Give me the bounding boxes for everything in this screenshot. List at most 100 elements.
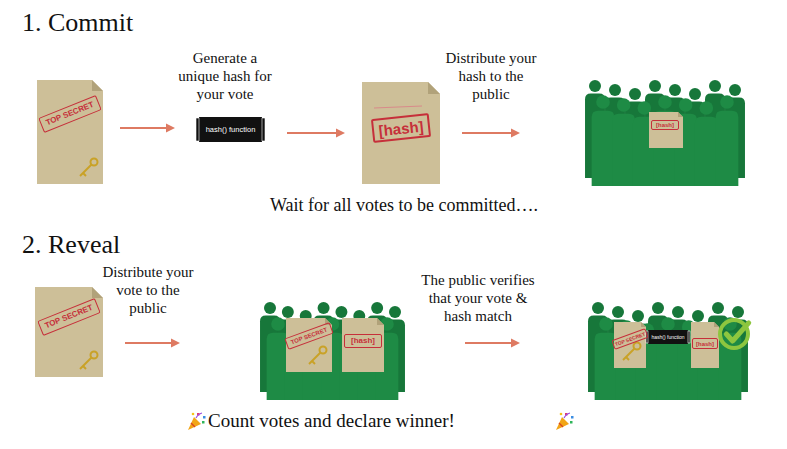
person-head bbox=[672, 306, 684, 318]
edge-label: Distribute your hash to the public bbox=[441, 49, 541, 103]
person-head bbox=[729, 84, 741, 96]
arrow-connector bbox=[125, 339, 180, 348]
document-fold bbox=[92, 80, 103, 91]
connector-line bbox=[287, 132, 337, 134]
edge-label: Generate a unique hash for your vote bbox=[175, 49, 275, 103]
streamer bbox=[196, 413, 202, 418]
person-head bbox=[599, 317, 613, 331]
key-bit bbox=[83, 366, 86, 369]
person-head bbox=[669, 84, 681, 96]
person-head bbox=[271, 317, 285, 331]
person-head bbox=[720, 95, 734, 109]
popper-stripe bbox=[191, 423, 195, 427]
document-fold bbox=[377, 318, 384, 325]
party-popper bbox=[188, 413, 206, 430]
streamer bbox=[564, 413, 570, 418]
person-head bbox=[649, 80, 661, 92]
key-shaft bbox=[623, 349, 635, 361]
person-body bbox=[612, 114, 635, 186]
document-sheet bbox=[342, 318, 384, 372]
person-head bbox=[692, 310, 704, 322]
document-sheet bbox=[35, 287, 103, 377]
connector-line bbox=[120, 127, 167, 129]
confetti bbox=[203, 416, 206, 419]
person-head bbox=[689, 88, 701, 100]
key-bit bbox=[626, 357, 629, 360]
document-sheet bbox=[691, 322, 719, 368]
scroll-end bbox=[688, 331, 690, 343]
document-fold bbox=[678, 112, 683, 117]
confetti bbox=[571, 416, 574, 419]
hash-function-body bbox=[199, 117, 262, 142]
popper-cone bbox=[556, 417, 569, 430]
person-head bbox=[732, 306, 744, 318]
stamp-text: [hash] bbox=[344, 334, 382, 348]
arrow-connector bbox=[287, 129, 345, 138]
hash-function-box: hash() function bbox=[199, 117, 262, 142]
arrowhead bbox=[171, 339, 180, 348]
note: Wait for all votes to be committed…. bbox=[270, 195, 538, 217]
person-head bbox=[652, 302, 664, 314]
key-bow bbox=[634, 343, 641, 350]
confetti bbox=[560, 413, 563, 416]
crowd-shape bbox=[588, 296, 748, 400]
connector-line bbox=[125, 342, 172, 344]
confetti bbox=[202, 421, 205, 424]
confetti bbox=[192, 413, 195, 416]
person-head bbox=[700, 101, 714, 115]
person-head bbox=[709, 80, 721, 92]
arrow-connector bbox=[465, 339, 520, 348]
crowd: TOP SECREThash() function[hash] bbox=[588, 296, 748, 400]
popper-stripe bbox=[559, 423, 563, 427]
secret-document: TOP SECRET bbox=[37, 80, 103, 184]
crowd: TOP SECRET[hash] bbox=[260, 296, 405, 400]
connector-line bbox=[465, 342, 512, 344]
edge-label: The public verifies that your vote & has… bbox=[420, 271, 536, 325]
arrowhead bbox=[336, 129, 345, 138]
person-head bbox=[596, 95, 610, 109]
person-body bbox=[716, 111, 739, 186]
person-body bbox=[695, 117, 718, 186]
confetti bbox=[570, 421, 573, 424]
person-head bbox=[318, 302, 330, 314]
faint-text-line bbox=[374, 106, 422, 108]
person-head bbox=[658, 95, 672, 109]
connector-line bbox=[462, 132, 512, 134]
arrow-connector bbox=[120, 124, 175, 133]
stamp-text: [hash] bbox=[692, 338, 718, 349]
crowd-shape bbox=[585, 74, 745, 186]
document-sheet bbox=[649, 112, 683, 148]
check-circle bbox=[720, 320, 748, 348]
stamp-text: [hash] bbox=[651, 120, 679, 130]
person-head bbox=[712, 302, 724, 314]
box-text: hash() function bbox=[648, 330, 688, 344]
key-bit bbox=[312, 361, 315, 364]
key-shaft bbox=[80, 358, 92, 370]
document-fold bbox=[641, 322, 646, 327]
hash-document: [hash] bbox=[362, 82, 440, 184]
key-bow bbox=[91, 352, 98, 359]
person-head bbox=[679, 98, 693, 112]
person-head bbox=[282, 306, 294, 318]
document-fold bbox=[714, 322, 719, 327]
person-head bbox=[632, 310, 644, 322]
key-bow bbox=[91, 159, 98, 166]
section-heading: 2. Reveal bbox=[22, 229, 120, 260]
crowd: [hash] bbox=[585, 74, 745, 186]
arrow-connector bbox=[462, 129, 520, 138]
document-sheet bbox=[362, 82, 440, 184]
crowd-shape bbox=[260, 296, 405, 400]
party-popper bbox=[556, 413, 574, 430]
key-shaft bbox=[80, 165, 92, 177]
arrowhead bbox=[166, 124, 175, 133]
document-fold bbox=[428, 82, 440, 94]
person-head bbox=[264, 302, 276, 314]
person-head bbox=[612, 306, 624, 318]
box-text: hash() function bbox=[201, 119, 260, 140]
hash-function-body bbox=[648, 330, 688, 344]
key-bow bbox=[320, 347, 327, 354]
scroll-end bbox=[262, 118, 265, 141]
person-head bbox=[335, 306, 347, 318]
person-head bbox=[371, 302, 383, 314]
